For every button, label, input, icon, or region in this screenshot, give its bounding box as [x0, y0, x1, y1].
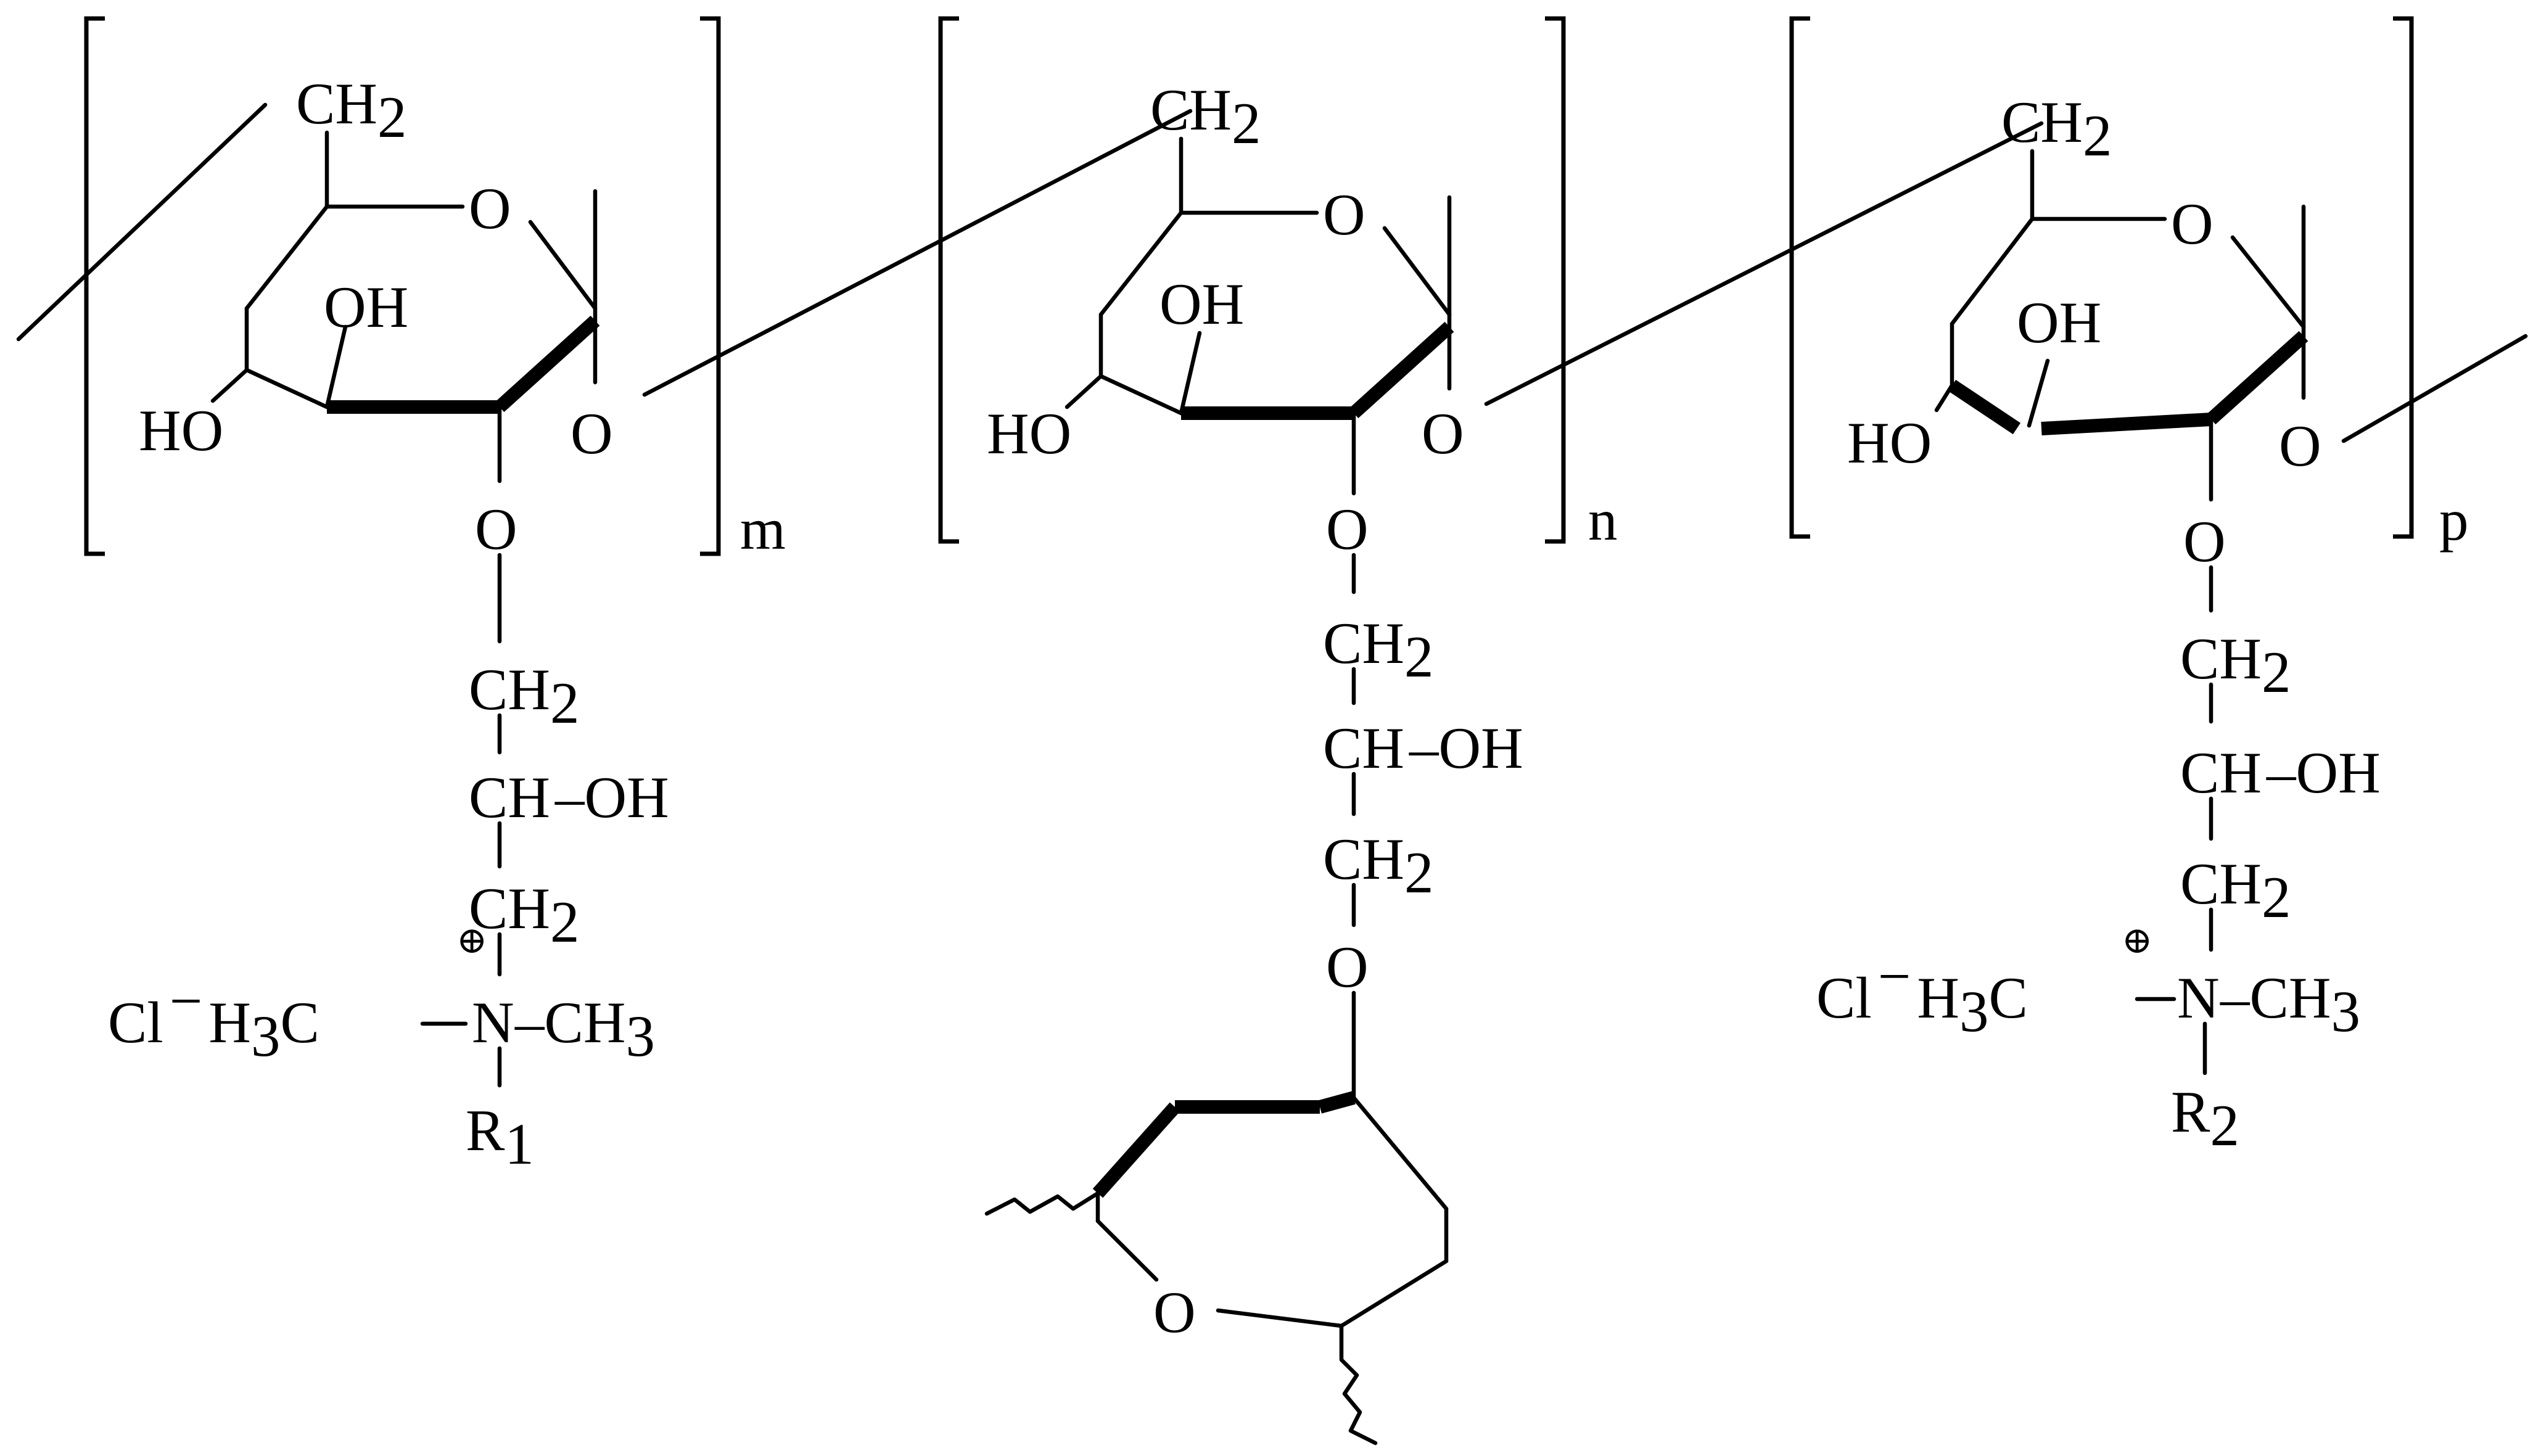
ch2-label: CH2 — [2001, 89, 2112, 168]
r2-label: R2 — [2171, 1079, 2239, 1158]
chloride-label: Cl−H3C — [1816, 944, 2028, 1044]
oh-label: OH — [1159, 271, 1244, 337]
positive-charge: ⊕ — [2122, 920, 2152, 961]
ch2-label: CH2 — [2180, 851, 2291, 930]
nitrogen-label: N — [2177, 965, 2220, 1030]
bracket-unit-p: p — [1789, 16, 2469, 553]
ch2-label: CH2 — [1150, 77, 1261, 156]
glycosidic-oxygen: O — [2279, 413, 2321, 479]
glucose-unit-m: CH2 O OH HO O O CH2 CH–OH CH2 ⊕ Cl−H3C N… — [108, 71, 669, 1177]
ch2-label: CH2 — [469, 876, 579, 955]
nitrogen-label: N — [472, 990, 514, 1055]
subscript-p: p — [2439, 487, 2469, 553]
ch2-label: CH2 — [2180, 626, 2291, 705]
methyl-label: –CH3 — [2220, 965, 2360, 1044]
glycosidic-oxygen: O — [570, 401, 613, 466]
ch2-label: CH2 — [1323, 611, 1433, 689]
ring-oxygen: O — [1153, 1280, 1196, 1345]
ho-label: HO — [987, 401, 1071, 466]
bracket-unit-n: n — [938, 16, 1618, 553]
ring-oxygen: O — [2171, 191, 2214, 257]
wavy-bond — [984, 1191, 1100, 1216]
glycosidic-oxygen: O — [1422, 401, 1464, 466]
ho-label: HO — [1847, 410, 1932, 475]
bracket-unit-m: m — [84, 16, 786, 562]
subscript-m: m — [740, 496, 786, 562]
ch2-label: CH2 — [296, 71, 406, 150]
ether-oxygen: O — [1326, 496, 1369, 562]
ch2-label: CH2 — [469, 657, 579, 736]
subscript-n: n — [1588, 487, 1618, 553]
backbone-bonds — [16, 102, 2528, 443]
oh-label: OH — [324, 274, 408, 340]
ring-oxygen: O — [469, 176, 511, 241]
ether-oxygen: O — [475, 496, 517, 562]
ho-label: HO — [139, 398, 223, 463]
glucose-unit-p: CH2 O OH HO O O CH2 CH–OH CH2 ⊕ Cl−H3C N… — [1816, 89, 2381, 1158]
positive-charge: ⊕ — [456, 920, 487, 961]
ch2-label: CH2 — [1323, 826, 1433, 905]
methyl-label: –CH3 — [514, 990, 655, 1069]
r1-label: R1 — [466, 1098, 534, 1177]
ch-label: CH–OH — [2180, 740, 2381, 805]
wavy-bond — [1339, 1323, 1378, 1446]
ring-oxygen: O — [1323, 182, 1365, 247]
ether-oxygen: O — [2183, 509, 2226, 574]
ch-label: CH–OH — [469, 765, 669, 830]
ether-oxygen: O — [1326, 934, 1369, 1000]
glucose-unit-n: CH2 O OH HO O O CH2 CH–OH CH2 O — [984, 77, 1523, 1446]
chloride-label: Cl−H3C — [108, 968, 319, 1069]
oh-label: OH — [2017, 290, 2101, 355]
ch-label: CH–OH — [1323, 715, 1523, 781]
